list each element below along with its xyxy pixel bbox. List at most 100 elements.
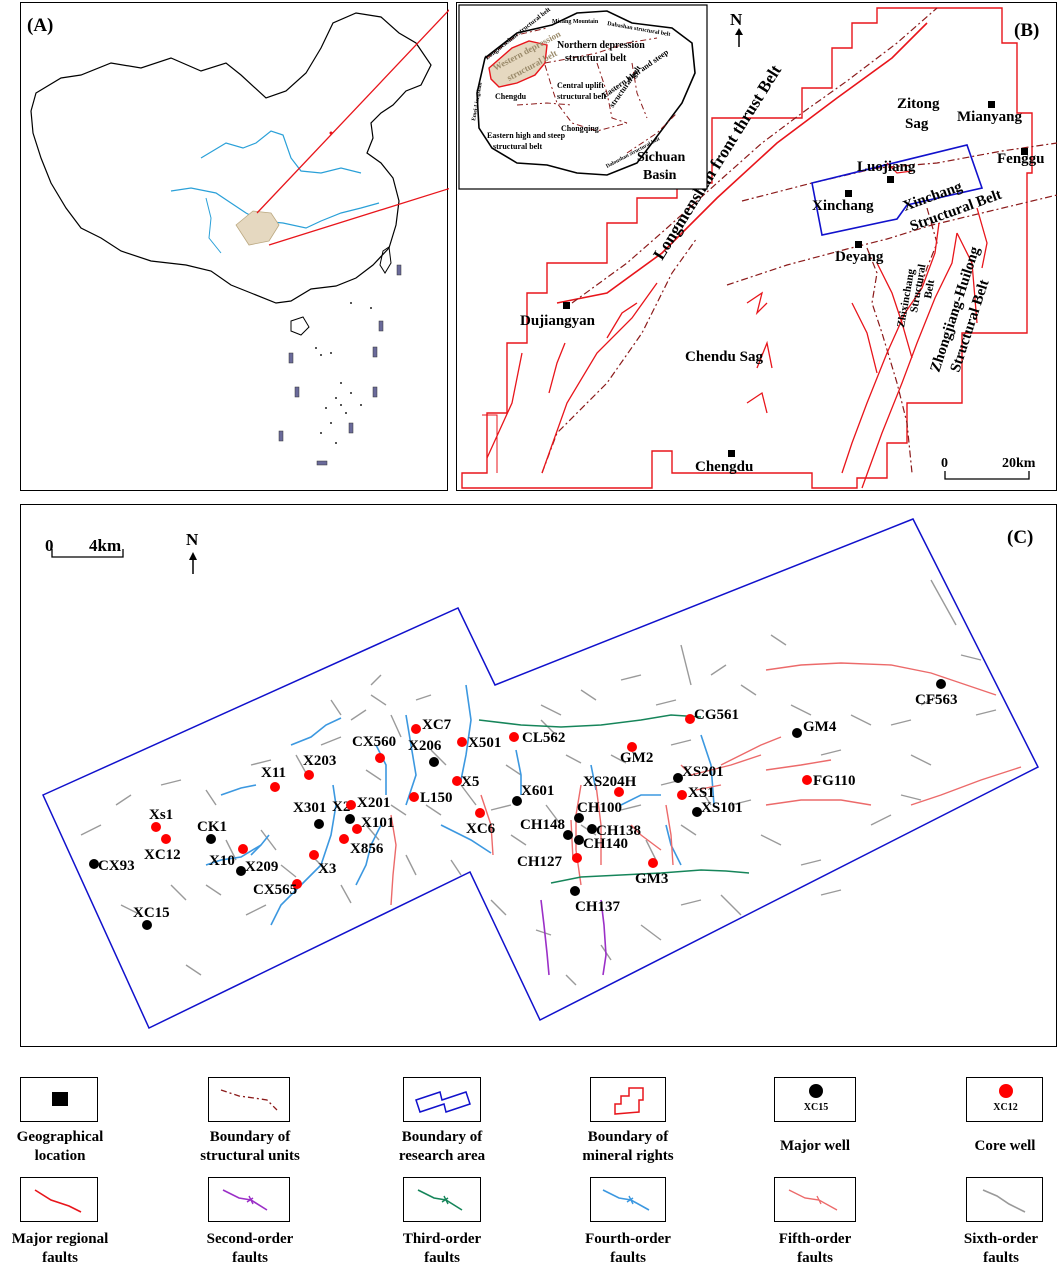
legend-label-structural-boundary: Boundary of structural units [185,1128,315,1166]
legend-text-11b: faults [797,1250,833,1266]
well-x501: X501 [457,735,501,751]
major-well-marker [429,757,439,767]
legend-text-4b: mineral rights [582,1148,674,1164]
well-label: X201 [357,795,390,811]
scale-bar-b: 0 20km [941,456,1036,480]
fourth-order-fault-icon [602,1189,650,1211]
core-well-marker [292,879,302,889]
place-mianyang: Mianyang [957,109,1023,125]
well-x11: X11 [261,765,286,792]
legend-text-8b: faults [232,1250,268,1266]
mineral-rights-boundary [461,7,1033,489]
major-well-marker [563,830,573,840]
legend-text-3a: Boundary of [401,1129,483,1145]
well-gm2: GM2 [620,742,653,766]
fourth-order-faults [205,684,715,926]
well-x201: X201 [346,795,390,811]
place-chengdu: Chengdu [695,459,753,475]
inset-central-2: structural belt [557,92,606,101]
well-label: CH138 [596,823,641,839]
core-well-marker [346,800,356,810]
north-label-c: N [186,530,199,549]
place-dujiangyan: Dujiangyan [520,313,596,329]
well-label: X856 [350,841,384,857]
structural-boundary-2 [541,237,698,474]
basin-map: N (B) Zitong Sag Mianyang Luojiang Fengg… [458,4,1058,489]
well-cx560: CX560 [352,734,396,763]
well-label: GM2 [620,750,653,766]
basin-outline [476,10,696,176]
north-arrow-c: N [186,530,199,574]
legend-box-fifth-order [774,1177,856,1222]
legend-text-1a: Geographical [16,1129,104,1145]
legend-box-geo-location [20,1077,98,1122]
well-label: CF563 [915,692,958,708]
major-well-marker [142,920,152,930]
core-well-marker [457,737,467,747]
legend-box-third-order [403,1177,481,1222]
legend-box-major-fault [20,1177,98,1222]
core-well-marker [509,732,519,742]
well-l150: L150 [409,790,453,806]
legend-box-research-area [403,1077,481,1122]
well-xs1: Xs1 [149,807,173,832]
core-well-marker [677,790,687,800]
scale-bar-c: 0 4km [45,536,124,558]
well-x301: X301 [293,800,326,829]
place-deyang: Deyang [835,249,884,265]
well-label: CX565 [253,882,297,898]
major-well-marker [673,773,683,783]
legend-box-major-well: XC15 [774,1077,856,1122]
core-well-marker [238,844,248,854]
legend-label-mineral-rights: Boundary of mineral rights [563,1128,693,1166]
core-well-marker [648,858,658,868]
well-label: X2 [332,799,350,815]
well-label: XC6 [466,821,496,837]
major-regional-faults [486,162,988,489]
well-label: XS204H [583,774,637,790]
well-label: X5 [461,774,479,790]
legend-text-9a: Third-order [402,1231,482,1247]
second-order-faults [540,899,607,976]
well-xc7: XC7 [411,717,452,734]
major-well-marker [314,819,324,829]
inset-northern-1: Northern depression [557,40,645,51]
major-well-marker [936,679,946,689]
panel-c-label: (C) [1007,527,1033,548]
legend-label-fourth-order: Fourth-order faults [563,1230,693,1268]
scale-b-value: 20km [1002,456,1036,471]
well-label: X206 [408,738,442,754]
well-label: XC7 [422,717,452,733]
china-outline [30,12,432,304]
major-well-marker [792,728,802,738]
inset-boundary [482,414,498,473]
mineral-rights-polygon-icon [614,1087,644,1115]
inset-central-1: Central uplift [557,81,604,90]
well-xc12: XC12 [144,834,181,863]
scale-c-value: 4km [89,536,121,555]
legend-text-3b: research area [398,1148,486,1164]
core-well-marker [802,775,812,785]
inset-frame [458,4,708,190]
legend-text-11a: Fifth-order [778,1231,852,1247]
well-fg110: FG110 [802,773,856,789]
well-label: L150 [420,790,453,806]
research-area-polygon-icon [415,1091,471,1113]
well-gm4: GM4 [792,719,837,738]
well-x206: X206 [408,738,442,767]
panel-a-label: (A) [27,15,53,36]
well-cx93: CX93 [89,858,135,874]
marker-dujiangyan [563,302,570,309]
well-label: CX93 [98,858,135,874]
core-well-marker [304,770,314,780]
legend-box-fourth-order [590,1177,666,1222]
well-label: FG110 [813,773,856,789]
legend-label-fifth-order: Fifth-order faults [755,1230,875,1268]
geo-markers [563,101,1028,457]
legend-label-research-area: Boundary of research area [372,1128,512,1166]
research-area-map: (C) N 0 4km [42,518,1040,1030]
core-well-marker [270,782,280,792]
legend-text-7a: Major regional [11,1231,109,1247]
inset-unit-boundaries [486,27,678,154]
well-label: CH127 [517,854,563,870]
